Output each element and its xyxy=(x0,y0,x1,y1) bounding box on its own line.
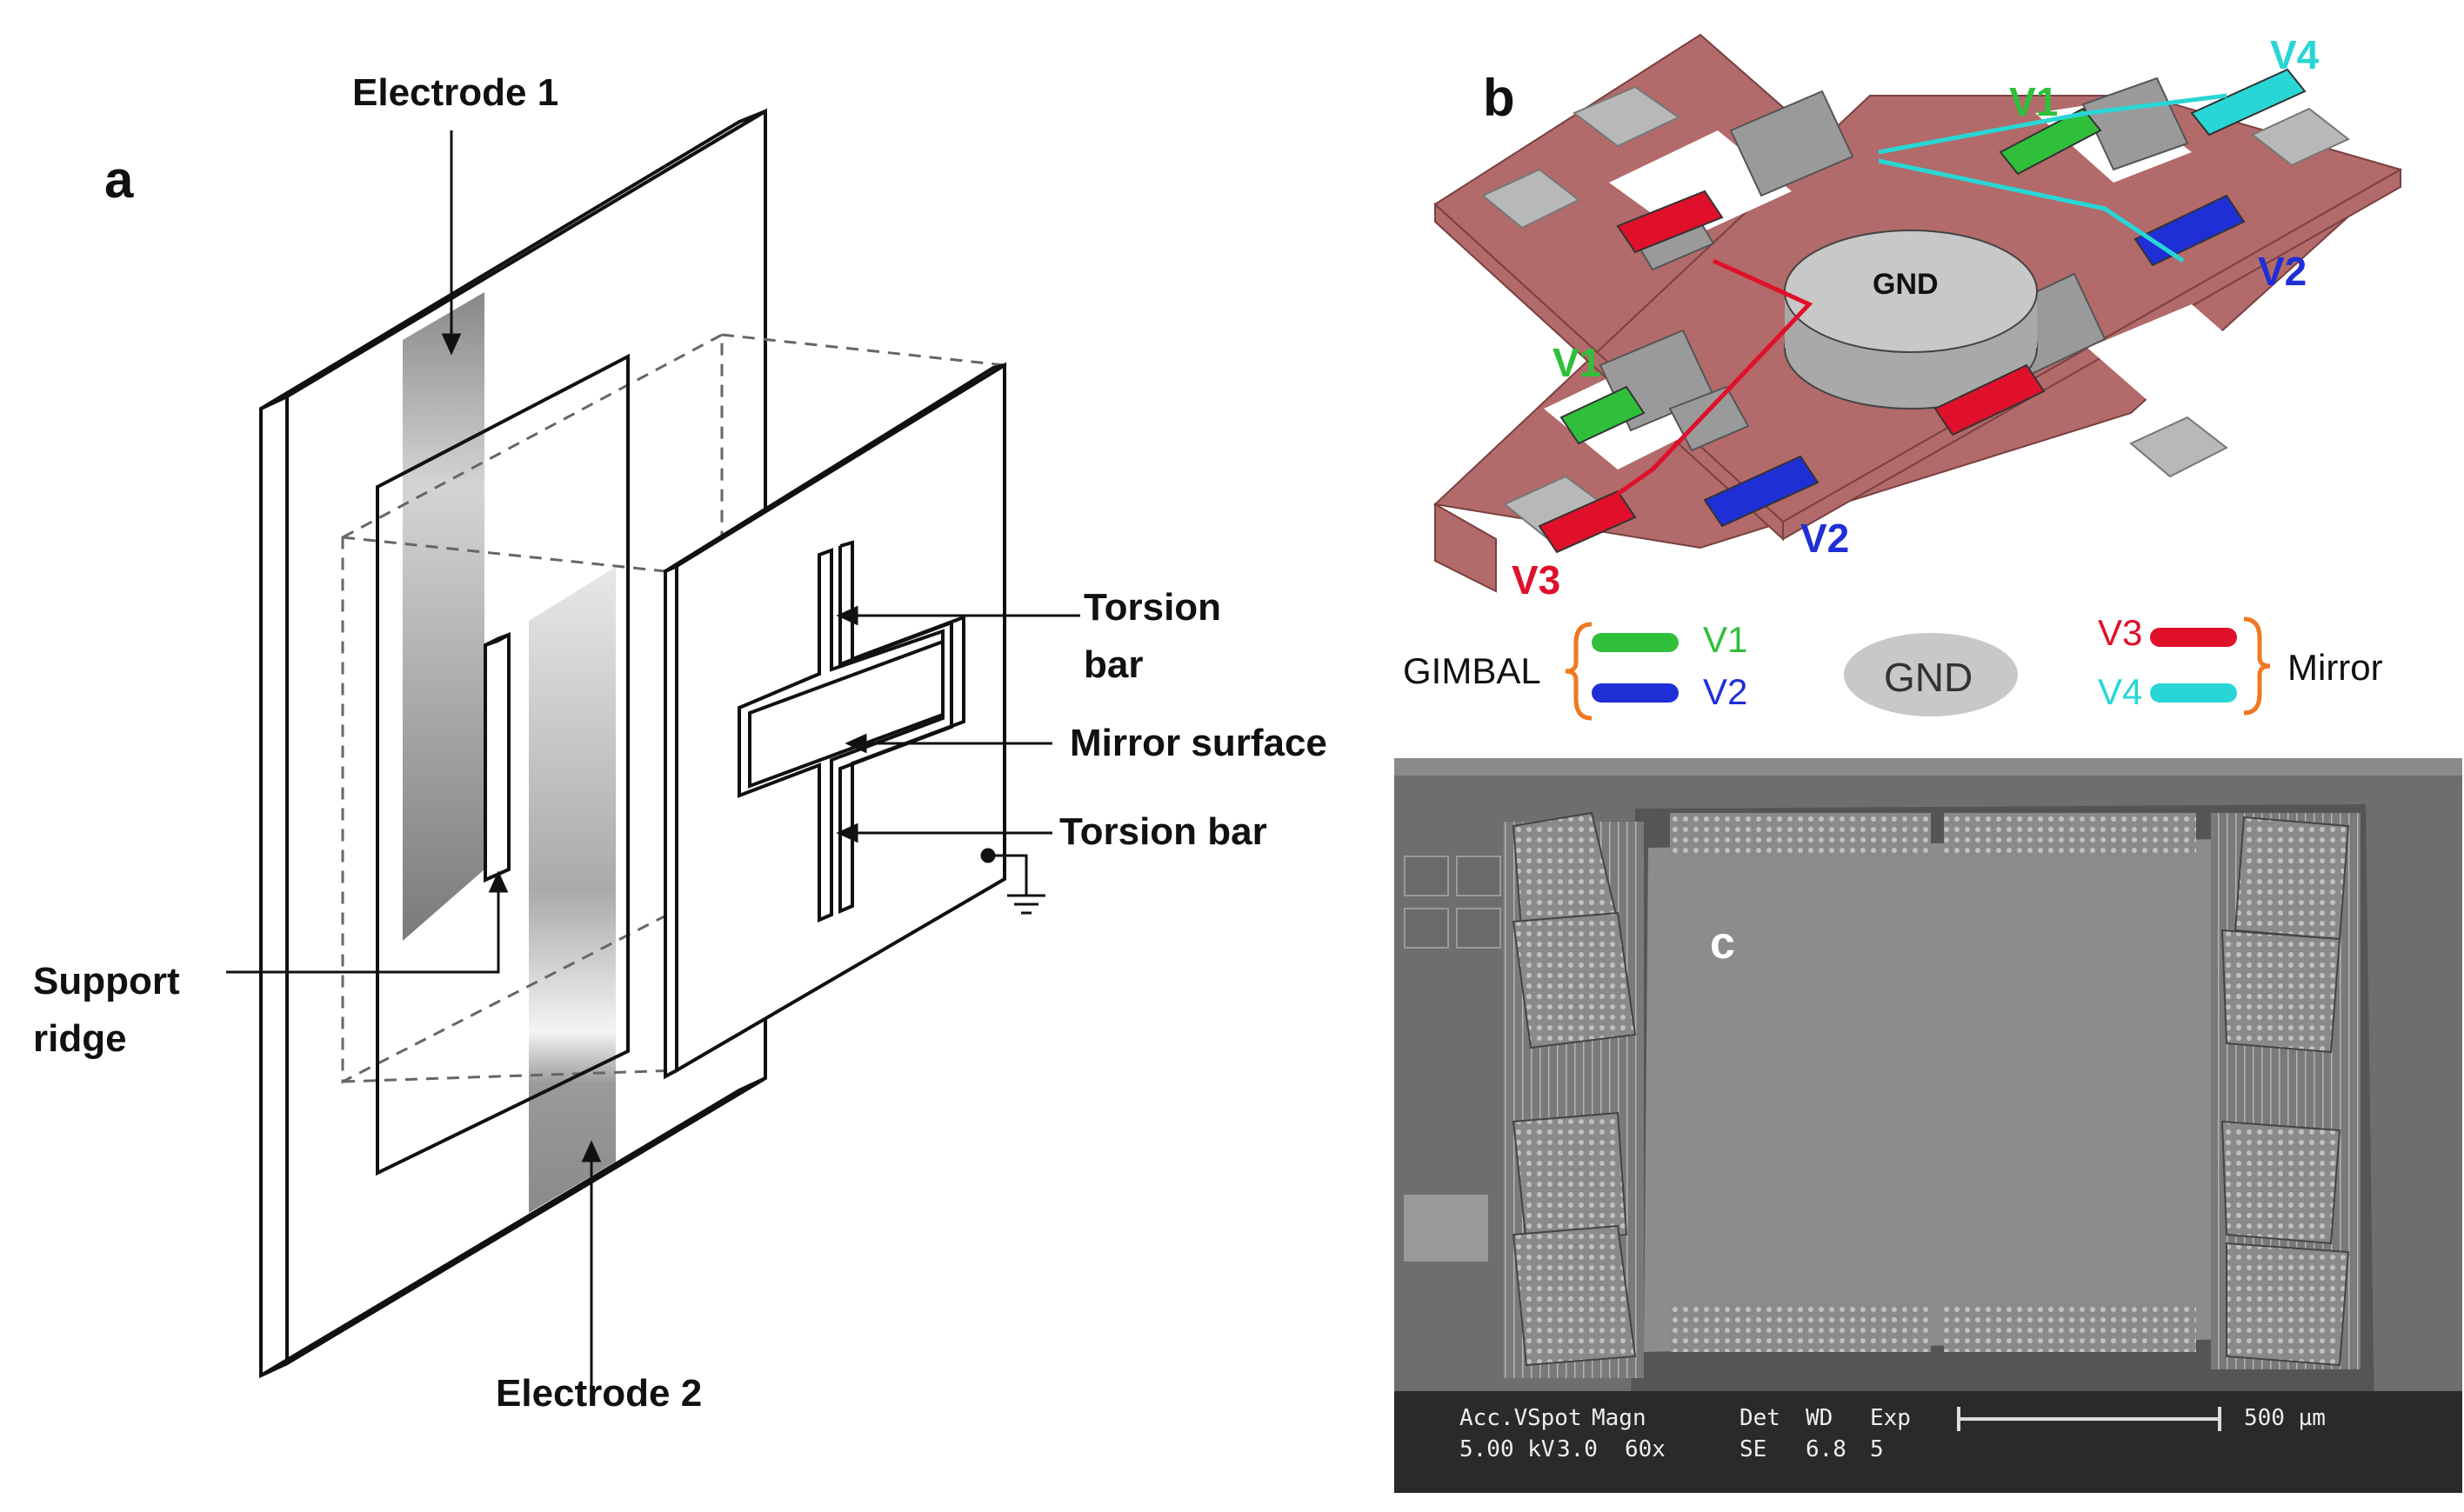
electrode-2-strip xyxy=(529,567,616,1213)
sem-magn-label: Magn xyxy=(1592,1405,1646,1431)
electrode-1-strip xyxy=(403,292,484,941)
panel-a-drawing xyxy=(226,108,1080,1391)
support-ridge xyxy=(484,631,511,883)
sem-spot-value: 3.0 xyxy=(1557,1436,1598,1462)
gnd-disk xyxy=(1784,230,2038,410)
v3-bottom-label: V3 xyxy=(1512,557,1561,603)
panel-c-letter: c xyxy=(1710,918,1735,969)
sem-wd-label: WD xyxy=(1806,1405,1833,1431)
gnd-center-label: GND xyxy=(1873,268,1939,301)
legend-gimbal-label: GIMBAL xyxy=(1403,650,1541,691)
electrode-1-label: Electrode 1 xyxy=(352,71,559,114)
legend-v3: V3 xyxy=(2098,612,2143,653)
ground-symbol xyxy=(980,848,1045,915)
sem-exp-value: 5 xyxy=(1870,1436,1884,1462)
electrode-2-label: Electrode 2 xyxy=(496,1372,703,1415)
v1-top-label: V1 xyxy=(2009,79,2059,124)
comb-drives xyxy=(1599,77,2189,452)
gray-pads xyxy=(1481,85,2350,541)
inner-frame xyxy=(376,353,630,1176)
v2-right-label: V2 xyxy=(2258,249,2307,294)
leader-lines xyxy=(226,130,1080,1391)
torsion-bar-top-label-1: Torsion xyxy=(1084,586,1222,629)
sem-det-label: Det xyxy=(1739,1405,1780,1431)
v2-bottom-label: V2 xyxy=(1800,516,1850,561)
legend-gnd: GND xyxy=(1884,655,1973,700)
legend-v4: V4 xyxy=(2098,671,2143,712)
legend-v1: V1 xyxy=(1703,619,1748,660)
mirror-surface-label: Mirror surface xyxy=(1070,722,1327,764)
mirror-cross xyxy=(738,540,965,923)
v4-top-label: V4 xyxy=(2270,32,2320,77)
panel-a-letter: a xyxy=(104,150,134,209)
torsion-bar-bottom-label: Torsion bar xyxy=(1059,810,1267,853)
torsion-bar-top-label-2: bar xyxy=(1084,643,1144,686)
sem-exp-label: Exp xyxy=(1870,1405,1911,1431)
panel-b-letter: b xyxy=(1483,69,1515,127)
sem-scale-label: 500 µm xyxy=(2244,1405,2326,1431)
legend-mirror-label: Mirror xyxy=(2287,647,2383,688)
v1-left-label: V1 xyxy=(1553,340,1602,385)
substrate xyxy=(1432,33,2403,593)
sem-spot-label: Spot xyxy=(1527,1405,1582,1431)
support-ridge-label-1: Support xyxy=(33,960,180,1002)
legend-v2: V2 xyxy=(1703,671,1748,712)
mirror-plate xyxy=(664,362,1006,1080)
sem-acc-v-label: Acc.V xyxy=(1459,1405,1528,1431)
colored-electrodes xyxy=(1538,68,2307,554)
sem-wd-value: 6.8 xyxy=(1806,1436,1846,1462)
sem-acc-v-value: 5.00 kV xyxy=(1459,1436,1555,1462)
sem-magn-value: 60x xyxy=(1625,1436,1666,1462)
traces xyxy=(1564,93,2227,533)
support-ridge-label-2: ridge xyxy=(33,1017,127,1060)
sem-det-value: SE xyxy=(1739,1436,1767,1462)
